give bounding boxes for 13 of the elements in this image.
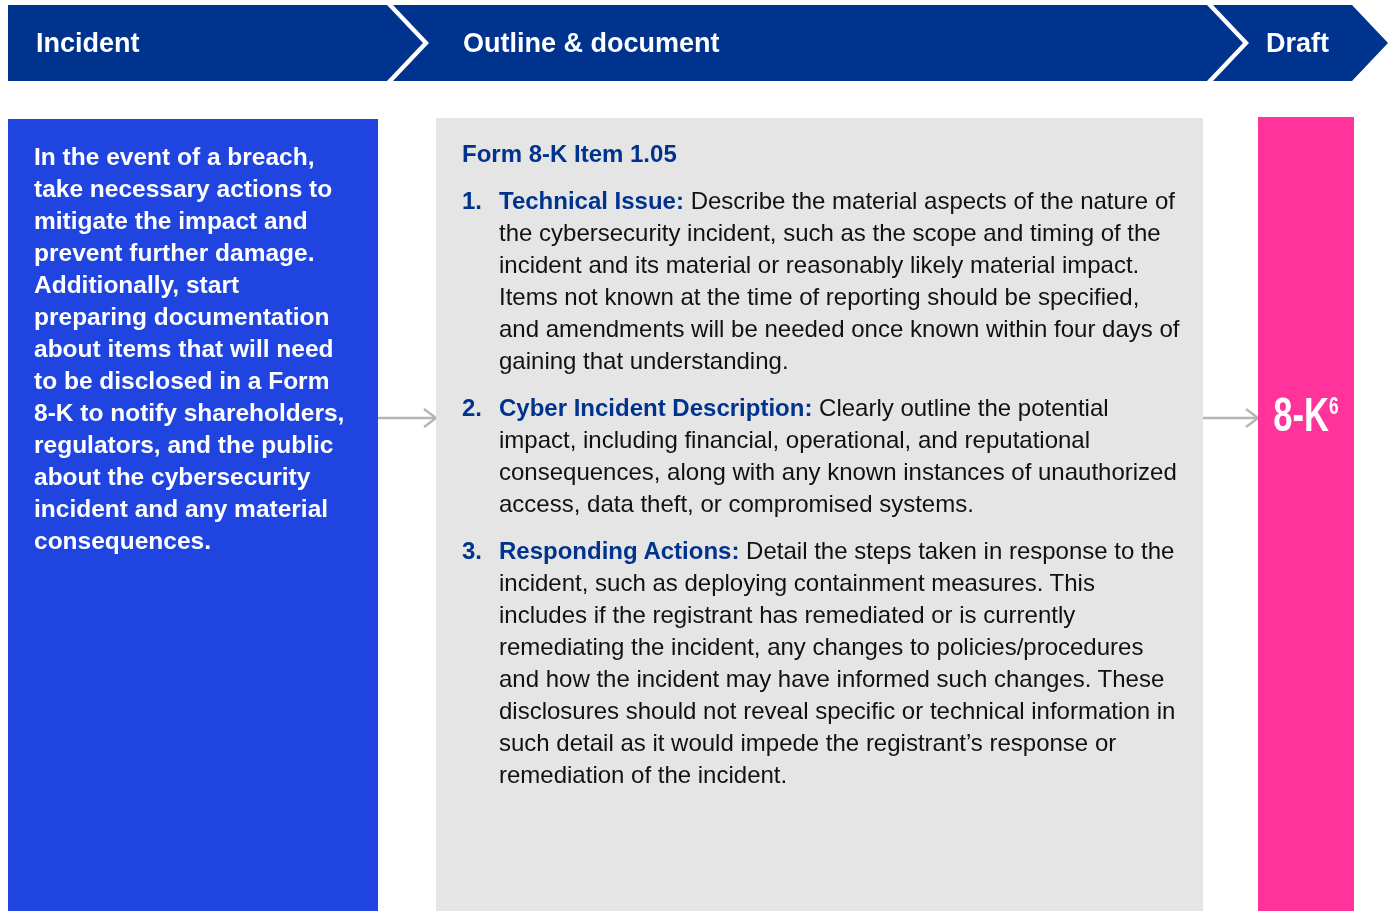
list-item: 2. Cyber Incident Description: Clearly outline the potential impact, including financial, operational, and reputational consequences, along with any known instances of unauthorized access, data theft, or compromised systems.	[462, 393, 1178, 519]
panel-heading: Form 8-K Item 1.05	[462, 139, 678, 169]
list-item: 3. Responding Actions: Detail the steps taken in response to the incident, such as deploying containment measures. This includes if the registrant has remediated or is currently remediating the incident, any changes to policies/procedures and how the incident may have informed such changes. These disclosures should not reveal specific or technical information in such detail as it would impede the registrant’s response or remediation of the incident.	[462, 536, 1177, 790]
form-label: 8-K$^{6}$	[1272, 387, 1340, 442]
stage-heading: Draft	[1266, 27, 1329, 60]
output-bar	[1258, 117, 1354, 911]
arrow	[378, 407, 438, 429]
description-panel: In the event of a breach, take necessary actions to mitigate the impact and prevent further damage. Additionally, start preparing documentation about items that will need to be disclosed in a Form 8-K to notify shareholders, regulators, and the public about the cybersecurity incident and any material consequences.	[8, 119, 378, 911]
list-item: 1. Technical Issue: Describe the material aspects of the nature of the cybersecurity incident, such as the scope and timing of the incident and its material or reasonably likely material impact. Items not known at the time of reporting should be specified, and amendments will be needed once known within four days of gaining that understanding.	[462, 186, 1181, 376]
content-panel	[436, 118, 1203, 911]
stage-heading: Outline & document	[463, 27, 720, 60]
stage-heading: Incident	[36, 27, 140, 60]
arrow	[1203, 407, 1260, 429]
